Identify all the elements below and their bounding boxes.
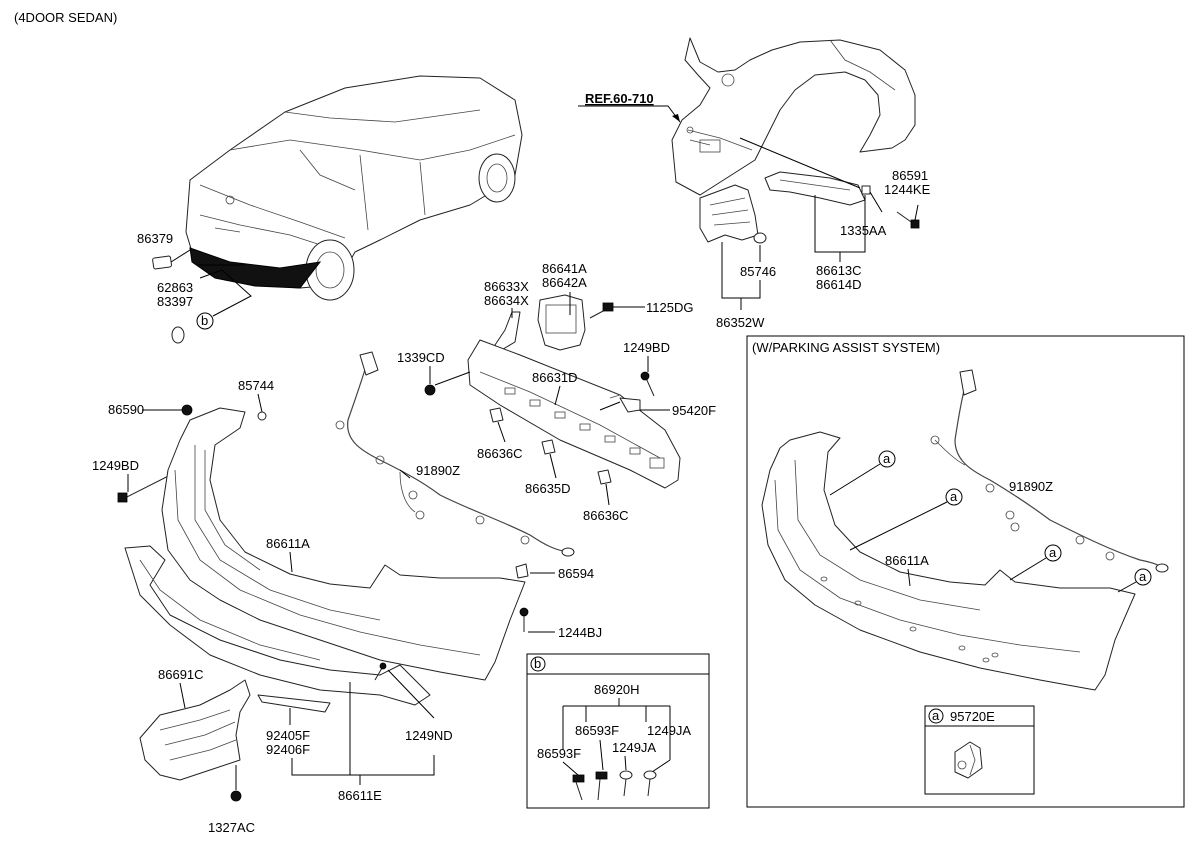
parking-assist-box: (W/PARKING ASSIST SYSTEM) a a a a 91890Z	[746, 335, 1185, 808]
parking-label-86611A: 86611A	[885, 553, 929, 568]
label-1249BD-top: 1249BD	[623, 340, 670, 355]
lower-valance-86611E	[124, 545, 431, 706]
parking-callout-a-4: a	[1139, 569, 1147, 584]
bracket-86613C	[764, 171, 871, 206]
bolt-1125DG	[589, 302, 614, 319]
clip-86590	[181, 404, 193, 416]
retainer-85744	[257, 411, 267, 421]
screw-86593F-b	[595, 771, 608, 801]
garnish-92405F	[257, 694, 331, 713]
label-1244BJ: 1244BJ	[558, 625, 602, 640]
label-86379: 86379	[137, 231, 173, 246]
label-1125DG: 1125DG	[646, 300, 693, 315]
wiring-harness-91890Z	[335, 351, 575, 557]
label-86920H: 86920H	[594, 682, 640, 697]
label-86614D: 86614D	[816, 277, 862, 292]
screw-86593F-a	[572, 774, 585, 801]
label-95420F: 95420F	[672, 403, 716, 418]
screw-1249JA-b	[643, 770, 657, 797]
label-1327AC: 1327AC	[208, 820, 255, 835]
ref-label: REF.60-710	[585, 91, 654, 106]
parking-title: (W/PARKING ASSIST SYSTEM)	[752, 340, 940, 355]
screw-1249ND	[374, 662, 387, 681]
label-91890Z: 91890Z	[416, 463, 460, 478]
label-86633X: 86633X	[484, 279, 529, 294]
bracket-86633X	[494, 311, 521, 353]
parking-callout-a-3: a	[1049, 545, 1057, 560]
label-86636C-a: 86636C	[477, 446, 523, 461]
label-86691C: 86691C	[158, 667, 204, 682]
bolt-1249BD-top	[640, 371, 655, 397]
label-62863: 62863	[157, 280, 193, 295]
label-83397: 83397	[157, 294, 193, 309]
nut-1327AC	[230, 790, 242, 802]
clip-86636C-a	[489, 407, 504, 423]
label-86634X: 86634X	[484, 293, 529, 308]
clip-86594	[515, 563, 529, 579]
parking-callout-a-2: a	[950, 489, 958, 504]
callout-b: b	[201, 313, 208, 328]
label-1335AA: 1335AA	[840, 223, 887, 238]
label-85746: 85746	[740, 264, 776, 279]
clip-86636C-b	[597, 469, 612, 485]
label-86593F-b: 86593F	[575, 723, 619, 738]
label-86611E: 86611E	[338, 788, 382, 803]
box-b-header: b	[534, 656, 541, 671]
reflex-reflector-86379	[152, 255, 172, 270]
clip-86635D	[541, 439, 556, 455]
label-86594: 86594	[558, 566, 594, 581]
label-86591: 86591	[892, 168, 928, 183]
under-cover-86691C	[139, 679, 251, 781]
parking-callout-a-1: a	[883, 451, 891, 466]
sensor-part-label: 95720E	[950, 709, 995, 724]
label-86611A: 86611A	[266, 536, 310, 551]
nut-1339CD	[424, 384, 436, 396]
parking-sensor-95720E	[954, 741, 983, 779]
label-86631D: 86631D	[532, 370, 578, 385]
label-1249JA-b: 1249JA	[612, 740, 656, 755]
label-86352W: 86352W	[716, 315, 765, 330]
rear-fender-reference	[671, 37, 916, 196]
variant-label: (4DOOR SEDAN)	[14, 10, 117, 25]
label-92406F: 92406F	[266, 742, 310, 757]
label-86613C: 86613C	[816, 263, 862, 278]
bolt-1244BJ	[519, 607, 529, 632]
box-b: b 86920H 86593F 1249JA 86593F 1249JA	[526, 653, 710, 809]
label-1249BD-left: 1249BD	[92, 458, 139, 473]
label-86641A: 86641A	[542, 261, 587, 276]
label-86635D: 86635D	[525, 481, 571, 496]
label-85744: 85744	[238, 378, 274, 393]
car-illustration	[185, 75, 523, 301]
label-92405F: 92405F	[266, 728, 310, 743]
screw-1249JA-a	[619, 770, 633, 797]
bumper-beam-86631D	[467, 339, 681, 489]
parking-label-91890Z: 91890Z	[1009, 479, 1053, 494]
sensor-callout: a	[932, 708, 940, 723]
grommet-83397	[171, 326, 185, 344]
bracket-86352W	[699, 184, 767, 244]
label-1249JA-a: 1249JA	[647, 723, 691, 738]
label-1339CD: 1339CD	[397, 350, 445, 365]
label-86636C-b: 86636C	[583, 508, 629, 523]
label-1244KE: 1244KE	[884, 182, 931, 197]
mount-bracket-86641A	[537, 294, 586, 351]
label-1249ND: 1249ND	[405, 728, 453, 743]
callout-b-circle	[196, 312, 214, 330]
bumper-cover-86611A	[161, 407, 526, 681]
label-86593F-a: 86593F	[537, 746, 581, 761]
label-86590: 86590	[108, 402, 144, 417]
label-86642A: 86642A	[542, 275, 587, 290]
